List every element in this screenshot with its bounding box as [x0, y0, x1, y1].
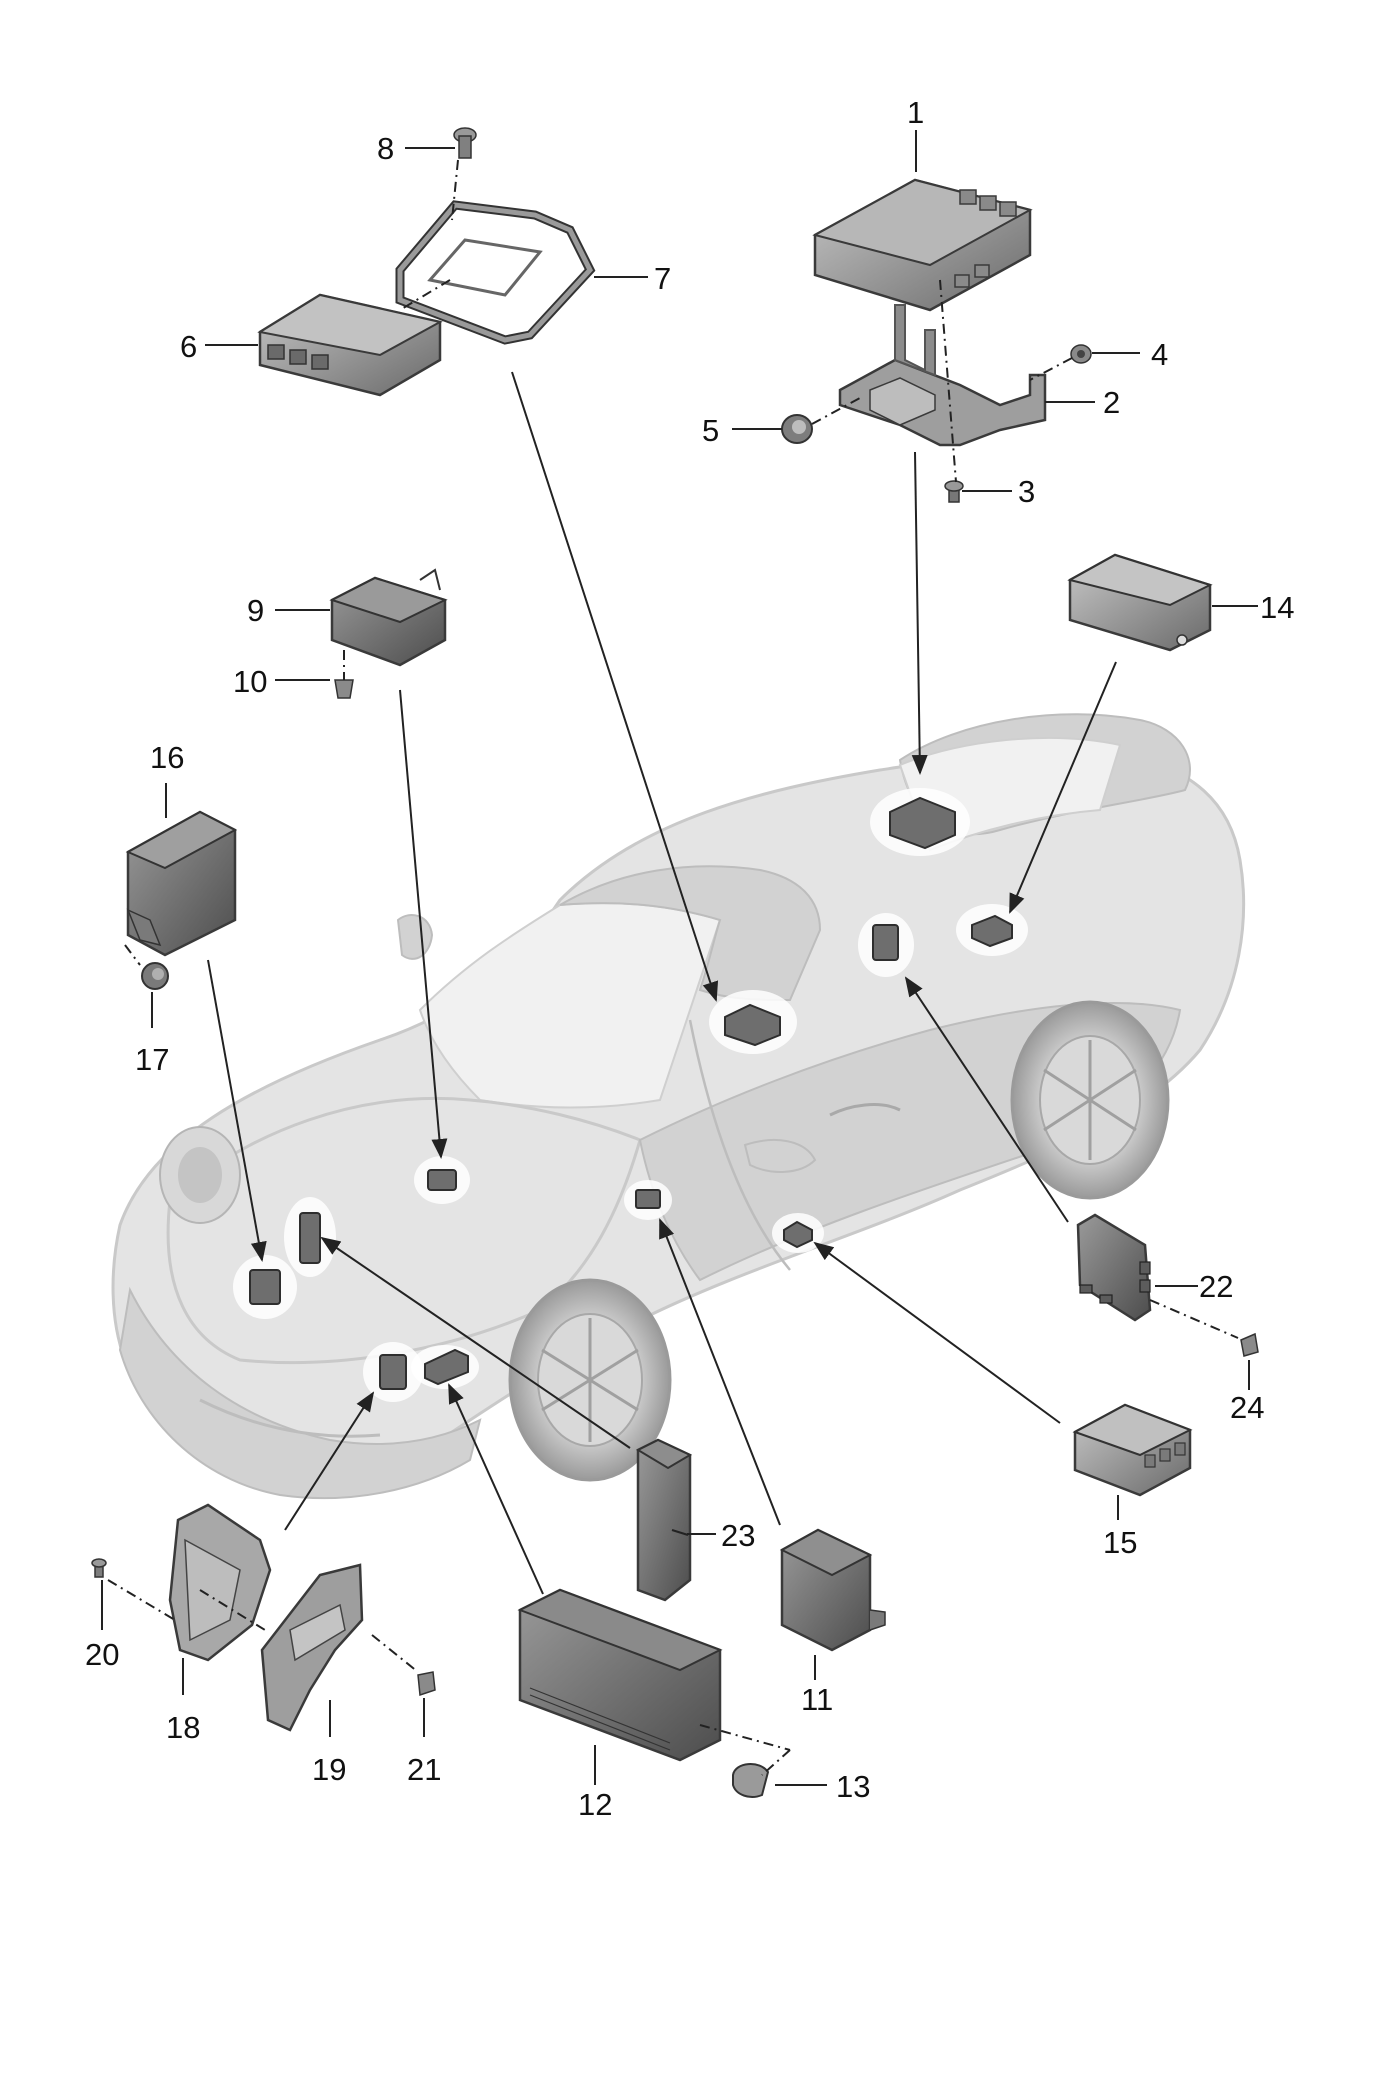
- callout-6: 6: [180, 329, 197, 364]
- part-15-control-unit: [1072, 1403, 1193, 1497]
- part-17-grommet: [141, 962, 169, 990]
- part-16-control-unit: [125, 810, 238, 957]
- callout-7: 7: [654, 261, 671, 296]
- callout-5: 5: [702, 413, 719, 448]
- pointer-arrows: [207, 371, 1117, 1595]
- callout-leaders: [101, 130, 1258, 1786]
- car-body: [111, 713, 1246, 1500]
- callout-18: 18: [166, 1710, 200, 1745]
- part-7-mounting-frame: [395, 200, 596, 345]
- callout-15: 15: [1103, 1525, 1137, 1560]
- part-19-bracket: [260, 1563, 364, 1732]
- callout-13: 13: [836, 1769, 870, 1804]
- part-23-control-unit: [635, 1438, 693, 1602]
- callout-10: 10: [233, 664, 267, 699]
- part-2-bracket: [838, 304, 1047, 447]
- callout-4: 4: [1151, 337, 1168, 372]
- callout-2: 2: [1103, 385, 1120, 420]
- callout-20: 20: [85, 1637, 119, 1672]
- installed-modules: [233, 788, 1028, 1402]
- assembly-lines: [107, 159, 1239, 1776]
- callout-1: 1: [907, 95, 924, 130]
- part-4-nut: [1070, 344, 1092, 364]
- callout-23: 23: [721, 1518, 755, 1553]
- callout-22: 22: [1199, 1269, 1233, 1304]
- part-6-control-unit: [257, 293, 443, 397]
- callout-8: 8: [377, 131, 394, 166]
- part-13-clip: [732, 1763, 770, 1798]
- part-18-control-unit: [168, 1503, 272, 1662]
- part-9-control-unit: [329, 568, 448, 667]
- part-1-control-unit: [812, 178, 1033, 312]
- part-3-screw: [944, 480, 964, 503]
- callout-labels: 1 2 3 4 5 6 7 8 9 10 11 12 13 14 15 16 1…: [85, 95, 1294, 1822]
- part-21-nut: [417, 1671, 436, 1697]
- callout-24: 24: [1230, 1390, 1264, 1425]
- callout-11: 11: [801, 1682, 833, 1717]
- callout-12: 12: [578, 1787, 612, 1822]
- part-11-control-unit: [779, 1528, 886, 1652]
- callout-3: 3: [1018, 474, 1035, 509]
- callout-14: 14: [1260, 590, 1294, 625]
- callout-9: 9: [247, 593, 264, 628]
- part-22-control-unit: [1076, 1213, 1152, 1322]
- callout-21: 21: [407, 1752, 441, 1787]
- part-10-nut: [334, 679, 354, 699]
- callout-19: 19: [312, 1752, 346, 1787]
- part-14-control-unit: [1067, 553, 1213, 652]
- callout-17: 17: [135, 1042, 169, 1077]
- part-24-nut: [1240, 1332, 1259, 1357]
- part-20-screw: [91, 1558, 107, 1578]
- part-8-bolt: [453, 127, 477, 159]
- callout-16: 16: [150, 740, 184, 775]
- part-12-control-unit: [517, 1588, 723, 1762]
- part-5-grommet: [781, 414, 813, 444]
